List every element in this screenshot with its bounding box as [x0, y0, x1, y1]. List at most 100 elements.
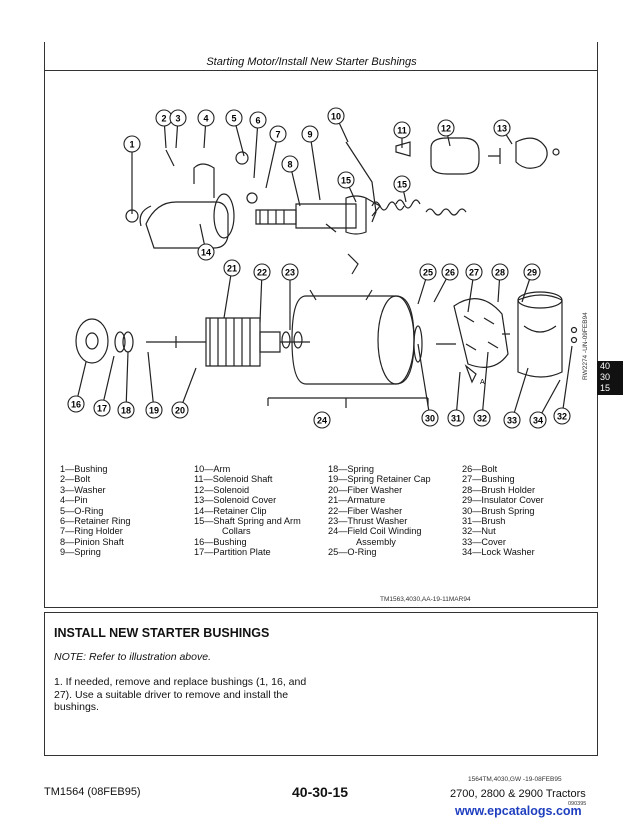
- legend-entry: 4—Pin: [60, 495, 88, 506]
- legend-entry: 32—Nut: [462, 526, 496, 537]
- callout-33: 33: [503, 411, 521, 429]
- footer-manual-id: TM1564 (08FEB95): [44, 786, 141, 798]
- callout-15: 15: [393, 175, 411, 193]
- legend-entry: 16—Bushing: [194, 536, 247, 547]
- callout-1: 1: [123, 135, 141, 153]
- drive-housing: [145, 201, 229, 249]
- legend-entry: 8—Pinion Shaft: [60, 536, 124, 547]
- callout-28: 28: [491, 263, 509, 281]
- callout-16: 16: [67, 395, 85, 413]
- legend-entry: 23—Thrust Washer: [328, 516, 408, 527]
- callout-31: 31: [447, 409, 465, 427]
- solenoid-cover: [515, 137, 548, 169]
- legend-entry: 33—Cover: [462, 536, 506, 547]
- tab-line: 40: [600, 361, 611, 371]
- legend-entry: 25—O-Ring: [328, 547, 377, 558]
- solenoid-lever-housing: [193, 163, 215, 198]
- callout-number: 14: [201, 248, 211, 258]
- watermark-url[interactable]: www.epcatalogs.com: [455, 804, 582, 818]
- callout-9: 9: [301, 125, 319, 143]
- callout-number: 4: [203, 114, 208, 124]
- callout-18: 18: [117, 401, 135, 419]
- legend-entry: 10—Arm: [194, 464, 231, 474]
- callout-30: 30: [421, 409, 439, 427]
- footer-page-number: 40-30-15: [292, 784, 349, 800]
- legend-entry: 15—Shaft Spring and Arm: [194, 516, 301, 527]
- legend-entry: 26—Bolt: [462, 464, 498, 474]
- arm: [345, 141, 377, 223]
- footer-model: 2700, 2800 & 2900 Tractors: [450, 788, 586, 800]
- callout-number: 32: [477, 414, 487, 424]
- callout-29: 29: [523, 263, 541, 281]
- callout-number: 2: [161, 114, 166, 124]
- callout-21: 21: [223, 259, 241, 277]
- legend-entry: 34—Lock Washer: [462, 547, 535, 558]
- legend-entry: 9—Spring: [60, 547, 101, 558]
- step-text: 1. If needed, remove and replace bushing…: [54, 676, 307, 713]
- callout-number: 30: [425, 414, 435, 424]
- partition-plate: [75, 318, 109, 364]
- callout-5: 5: [225, 109, 243, 127]
- page-frame-top: [44, 42, 598, 70]
- callout-number: 23: [285, 268, 295, 278]
- instruction-code: 1564TM,4030,GW -19-08FEB95: [468, 776, 562, 783]
- tab-line: 15: [600, 383, 611, 393]
- callout-14: 14: [197, 243, 215, 261]
- callout-7: 7: [269, 125, 287, 143]
- callout-number: 29: [527, 268, 537, 278]
- legend-entry: 14—Retainer Clip: [194, 505, 267, 516]
- callout-number: 21: [227, 264, 237, 274]
- section-tab: 40 30 15: [597, 361, 623, 395]
- callout-number: 27: [469, 268, 479, 278]
- legend-entry: 12—Solenoid: [194, 484, 250, 495]
- callout-number: 20: [175, 406, 185, 416]
- callout-number: 34: [533, 416, 543, 426]
- figure-id: TM1563,4030,AA-19-11MAR94: [380, 596, 471, 603]
- legend-entry: 30—Brush Spring: [462, 505, 535, 516]
- callout-24: 24: [313, 411, 331, 429]
- callout-22: 22: [253, 263, 271, 281]
- legend-entry: 22—Fiber Washer: [328, 505, 403, 516]
- callout-26: 26: [441, 263, 459, 281]
- legend-entry: 28—Brush Holder: [462, 484, 536, 495]
- illustration-frame: [44, 70, 598, 608]
- callout-8: 8: [281, 155, 299, 173]
- callout-number: 32: [557, 412, 567, 422]
- callout-number: 1: [129, 140, 134, 150]
- legend-entry: 29—Insulator Cover: [462, 495, 544, 506]
- callout-number: 33: [507, 416, 517, 426]
- callout-number: 15: [341, 176, 351, 186]
- callout-32: 32: [553, 407, 571, 425]
- callout-34: 34: [529, 411, 547, 429]
- legend-entry: 27—Bushing: [462, 474, 515, 485]
- callout-number: 26: [445, 268, 455, 278]
- callout-4: 4: [197, 109, 215, 127]
- side-figure-id: RW2274 -UN-09FEB94: [582, 312, 589, 380]
- legend-entry: 3—Washer: [60, 484, 106, 495]
- legend-entry: 24—Field Coil Winding: [328, 526, 422, 537]
- tab-line: 30: [600, 372, 611, 382]
- callout-number: 25: [423, 268, 433, 278]
- legend-entry: 13—Solenoid Cover: [194, 495, 277, 506]
- callout-number: 18: [121, 406, 131, 416]
- callout-number: 12: [441, 124, 451, 134]
- solenoid: [430, 137, 480, 175]
- legend-entry: 2—Bolt: [60, 474, 91, 485]
- callout-3: 3: [169, 109, 187, 127]
- armature: [205, 317, 261, 367]
- callout-number: 9: [307, 130, 312, 140]
- legend-entry: 1—Bushing: [60, 464, 108, 474]
- label-a: A: [480, 379, 485, 386]
- callout-number: 31: [451, 414, 461, 424]
- callout-number: 16: [71, 400, 81, 410]
- callout-32: 32: [473, 409, 491, 427]
- legend-entry: Assembly: [356, 536, 396, 547]
- callout-number: 11: [397, 126, 407, 136]
- page-header-title: Starting Motor/Install New Starter Bushi…: [206, 56, 417, 68]
- callout-number: 10: [331, 112, 341, 122]
- callout-number: 22: [257, 268, 267, 278]
